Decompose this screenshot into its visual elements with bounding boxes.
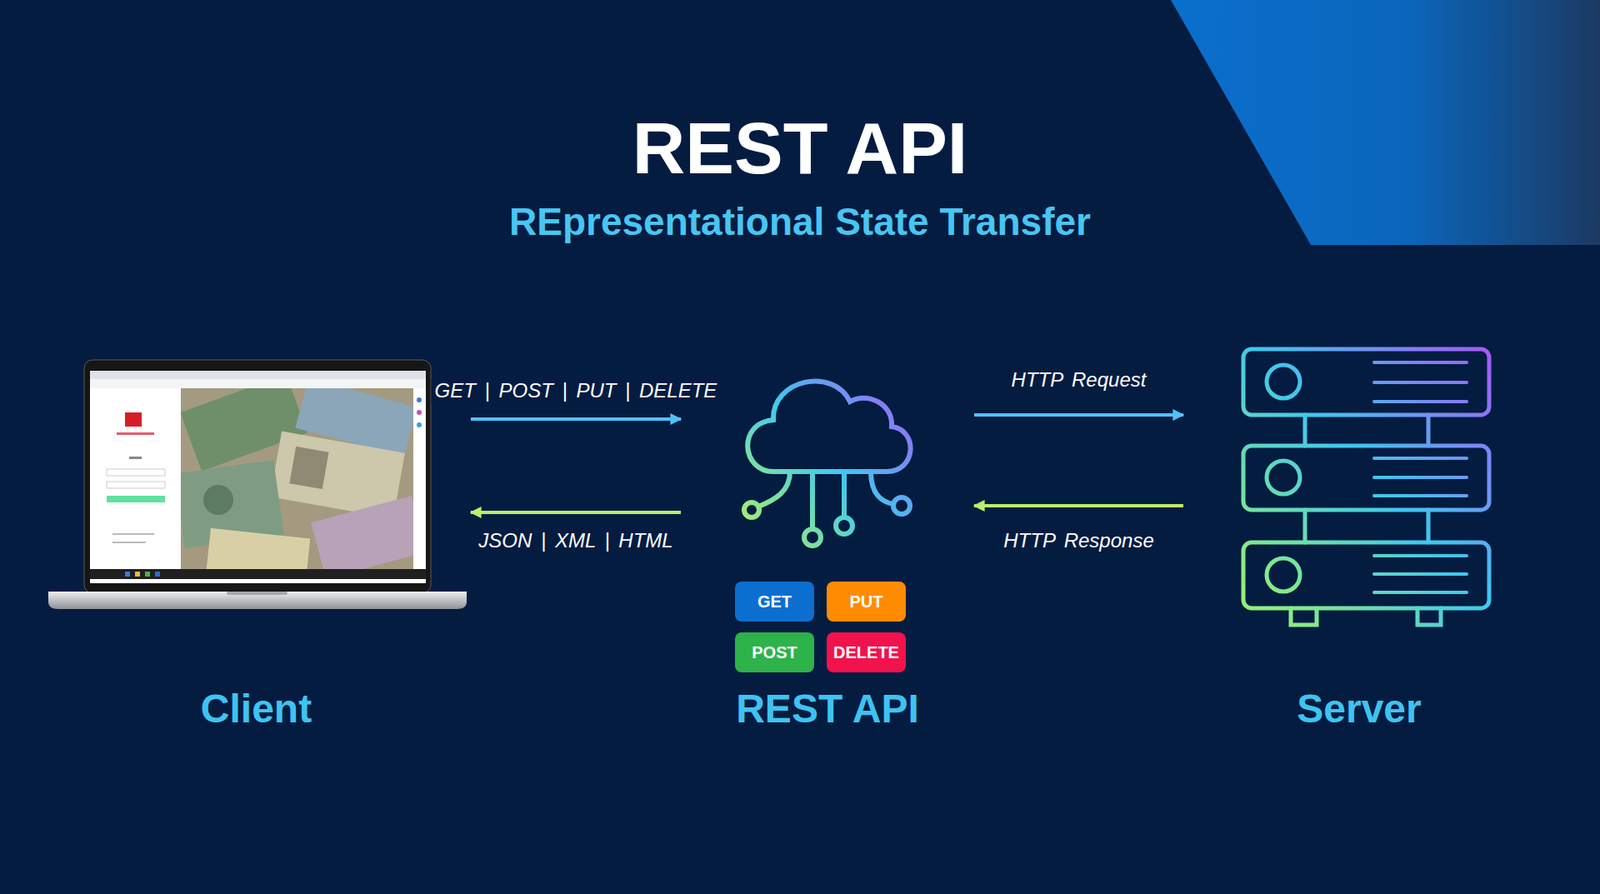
title: REST API <box>0 108 1600 190</box>
circuit-line <box>870 471 894 505</box>
method-badge: PUT <box>826 581 906 622</box>
money-photo <box>180 388 414 570</box>
server-node: Server <box>1183 337 1535 734</box>
corner-band <box>1170 0 1600 245</box>
cloud-outline <box>747 380 910 472</box>
banknote-portrait <box>203 485 234 515</box>
banknote <box>310 495 414 570</box>
bank-logo <box>125 412 142 427</box>
subtitle: REpresentational State Transfer <box>0 199 1600 245</box>
method-badge: POST <box>735 632 815 673</box>
request-arrow <box>470 417 681 421</box>
server-light <box>1266 460 1300 495</box>
taskbar-icon <box>135 571 140 577</box>
screen-text-line <box>112 541 146 544</box>
laptop-screen <box>90 370 426 584</box>
circuit-node <box>835 517 853 535</box>
node-label: REST API <box>735 685 920 734</box>
sidebar-icon <box>416 422 422 428</box>
sidebar-icon <box>416 410 422 415</box>
taskbar-icon <box>145 571 150 577</box>
taskbar-icon <box>125 571 130 577</box>
method-label: DELETE <box>833 642 900 663</box>
screen-button <box>106 495 165 503</box>
edge-label: JSON | XML | HTML <box>475 529 676 554</box>
taskbar-icon <box>155 571 160 577</box>
circuit-node <box>893 497 910 515</box>
response-arrow <box>974 504 1184 508</box>
method-label: POST <box>751 642 797 663</box>
client-node: Client <box>41 350 471 734</box>
banknote-portrait <box>289 446 329 490</box>
node-label: Client <box>200 685 312 734</box>
screen-text-line <box>116 432 155 435</box>
screen-text-line <box>129 456 142 460</box>
banknote <box>206 528 311 570</box>
screen-input <box>106 481 165 489</box>
laptop-base <box>48 591 467 610</box>
edge-label: HTTP Request <box>1008 368 1150 393</box>
circuit-line <box>841 471 847 518</box>
server-light <box>1266 558 1300 592</box>
edge-label: GET | POST | PUT | DELETE <box>431 379 721 404</box>
circuit-line <box>810 471 815 530</box>
method-badge: GET <box>735 581 815 622</box>
server-feet <box>1290 608 1441 625</box>
circuit-line <box>758 471 790 507</box>
method-badge: DELETE <box>826 632 906 673</box>
sidebar-icon <box>416 397 422 403</box>
response-arrow <box>470 510 681 515</box>
screen-text-line <box>112 533 155 535</box>
browser-sidebar <box>413 388 426 570</box>
api-node: REST API GET PUT POST DELETE <box>680 366 975 734</box>
laptop-illustration <box>48 360 467 610</box>
method-label: PUT <box>850 591 884 612</box>
server-light <box>1266 365 1300 399</box>
server-vent <box>1374 362 1467 593</box>
circuit-node <box>804 529 821 546</box>
laptop-bezel <box>84 360 431 594</box>
browser-address-bar <box>90 379 426 389</box>
screen-input <box>106 469 165 476</box>
method-label: GET <box>757 591 792 612</box>
edge-label: HTTP Response <box>1000 529 1158 554</box>
cloud-icon <box>744 380 911 546</box>
request-arrow <box>974 413 1184 417</box>
laptop-notch <box>226 591 288 595</box>
browser-tabs <box>90 370 426 380</box>
node-label: Server <box>1296 685 1421 734</box>
server-icon <box>1243 349 1490 625</box>
taskbar <box>90 569 426 580</box>
circuit-node <box>744 502 760 518</box>
